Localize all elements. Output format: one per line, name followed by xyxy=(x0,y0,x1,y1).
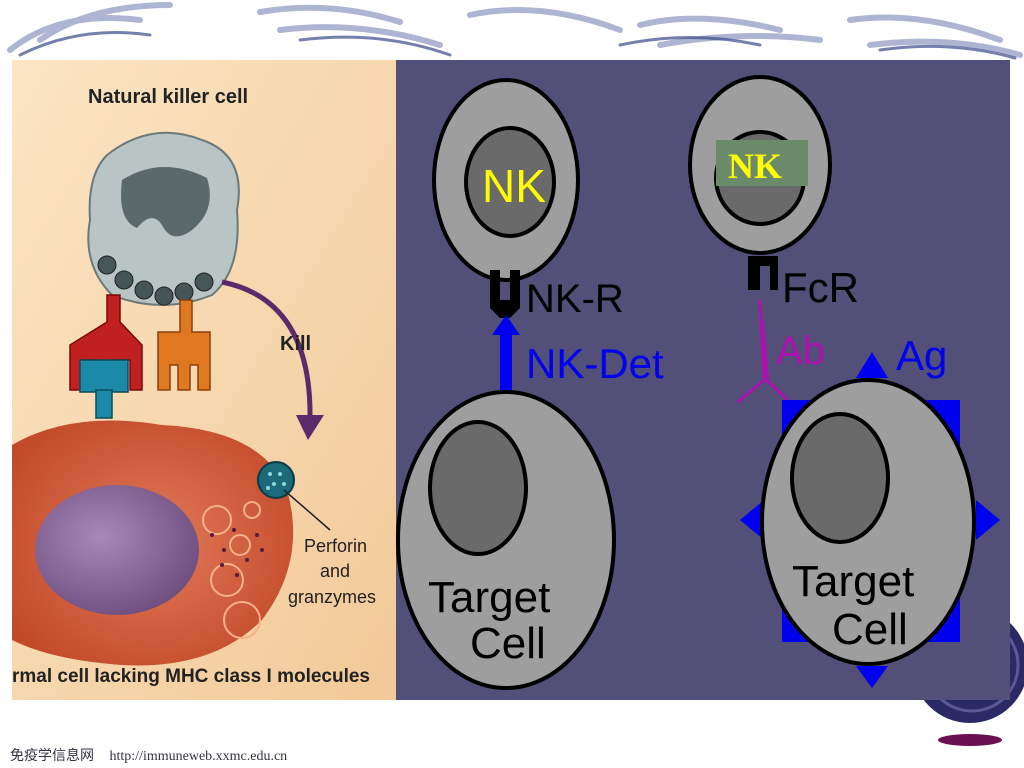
target-right-label-1: Target xyxy=(792,557,914,606)
footer-url[interactable]: http://immuneweb.xxmc.edu.cn xyxy=(109,749,288,764)
target-cell-caption: rmal cell lacking MHC class I molecules xyxy=(12,666,370,687)
fc-receptor-icon xyxy=(748,256,778,290)
nk-cell-right: NK xyxy=(688,75,832,255)
nk-cell-illustration: Natural killer cell Kill xyxy=(12,60,396,700)
nk-r-label: NK-R xyxy=(526,277,624,321)
kill-label: Kill xyxy=(280,333,311,355)
nk-left-label: NK xyxy=(482,160,546,212)
footer-site-name: 免疫学信息网 xyxy=(10,749,94,764)
fcr-label: FcR xyxy=(782,264,859,311)
target-right-label-2: Cell xyxy=(832,605,908,654)
antigen-top-marker xyxy=(856,352,888,378)
nk-recognition-schematic: NK NK-R NK-Det Target Cell NK FcR Ab Ag xyxy=(396,60,1010,700)
antibody-icon xyxy=(737,299,790,404)
nk-cell-left: NK xyxy=(432,78,580,282)
ag-label: Ag xyxy=(896,332,947,379)
target-left-label-2: Cell xyxy=(470,619,546,668)
nk-right-label-box xyxy=(716,140,808,186)
nk-det-arrow xyxy=(492,315,520,390)
corner-accent xyxy=(938,734,1002,746)
nk-det-label: NK-Det xyxy=(526,340,664,387)
target-cell-right: Target Cell xyxy=(760,378,976,666)
footer: 免疫学信息网 http://immuneweb.xxmc.edu.cn xyxy=(10,745,299,765)
mhc-ligand xyxy=(79,359,129,419)
ab-label: Ab xyxy=(776,329,825,373)
perforin-granule xyxy=(257,461,295,499)
nk-receptor-icon xyxy=(490,270,520,318)
target-cell-illustration xyxy=(12,420,294,666)
nk-cell-title: Natural killer cell xyxy=(88,86,248,108)
nk-cell-body xyxy=(87,131,240,306)
orange-receptor xyxy=(157,299,211,391)
perforin-label-1: Perforin xyxy=(304,536,367,556)
target-cell-left: Target Cell xyxy=(396,390,616,690)
perforin-label-2: and xyxy=(320,561,350,581)
perforin-label-3: granzymes xyxy=(288,587,376,607)
nk-right-label: NK xyxy=(728,146,782,186)
target-left-label-1: Target xyxy=(428,573,550,622)
kill-arrow xyxy=(221,279,313,421)
